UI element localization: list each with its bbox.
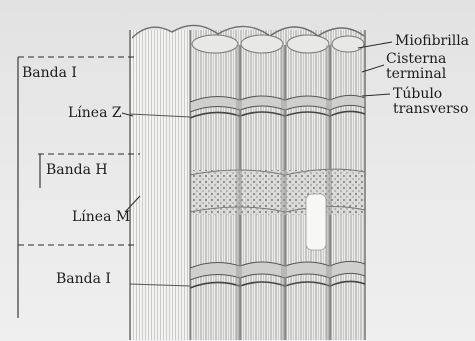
label-tubulo: Túbulo [393, 87, 442, 101]
label-banda-i-bottom: Banda I [56, 272, 111, 286]
tubulo-leader [362, 94, 390, 96]
label-banda-h: Banda H [46, 163, 108, 177]
fiber-block [130, 25, 365, 340]
label-cisterna: Cisterna [386, 52, 446, 66]
label-transverso: transverso [393, 102, 468, 116]
label-linea-z: Línea Z [68, 106, 122, 120]
label-linea-m: Línea M [72, 210, 130, 224]
label-terminal: terminal [386, 67, 446, 81]
label-miofibrilla: Miofibrilla [395, 34, 469, 48]
label-banda-i-top: Banda I [22, 66, 77, 80]
